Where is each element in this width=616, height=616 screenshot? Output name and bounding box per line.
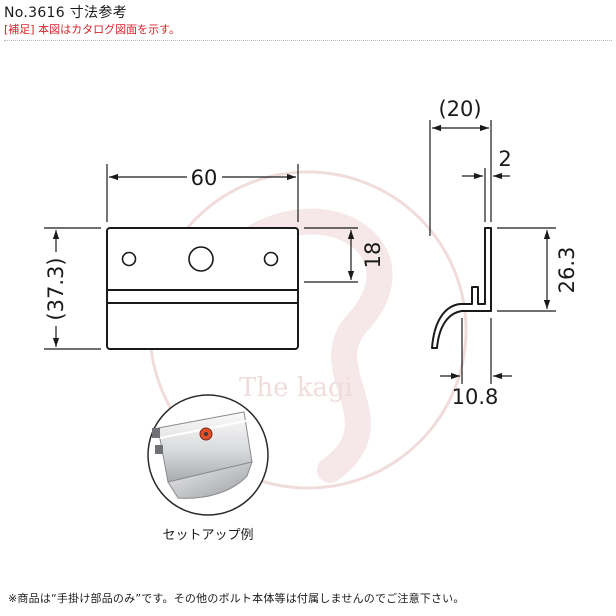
thickness-dim-label: 2 (498, 147, 511, 171)
hole-span-dimension (304, 227, 358, 283)
footer-note: ※商品は“手掛け部品のみ”です。その他のボルト本体等は付属しませんのでご注意下さ… (8, 592, 465, 605)
front-height-dimension (44, 227, 101, 350)
hook-dim-label: 10.8 (452, 385, 499, 409)
header-divider (4, 40, 612, 41)
mounting-hole-right (263, 251, 279, 267)
plate-outline (106, 227, 299, 350)
hole-span-dim-label: 18 (361, 242, 385, 269)
width-dim-label: 60 (191, 166, 218, 190)
thickness-dimension (462, 168, 510, 222)
photo-caption: セットアップ例 (162, 528, 254, 543)
center-hole (188, 246, 214, 272)
front-width-dimension (106, 164, 299, 222)
watermark: The kagi (148, 170, 468, 490)
side-height-dimension (497, 227, 556, 312)
overall-height-dim-label: (37.3) (44, 257, 68, 320)
supplement-note: [補足] 本図はカタログ図面を示す。 (4, 23, 180, 36)
page-title: No.3616 寸法参考 (4, 5, 127, 21)
depth-dimension (429, 120, 492, 236)
setup-photo (147, 394, 269, 516)
watermark-text: The kagi (239, 373, 353, 403)
side-height-dim-label: 26.3 (555, 247, 579, 294)
mounting-hole-left (121, 251, 137, 267)
front-view (106, 227, 299, 350)
header: No.3616 寸法参考 [補足] 本図はカタログ図面を示す。 (4, 4, 612, 37)
side-profile (431, 227, 492, 349)
depth-dim-label: (20) (438, 97, 481, 121)
hook-dimension (440, 318, 512, 384)
